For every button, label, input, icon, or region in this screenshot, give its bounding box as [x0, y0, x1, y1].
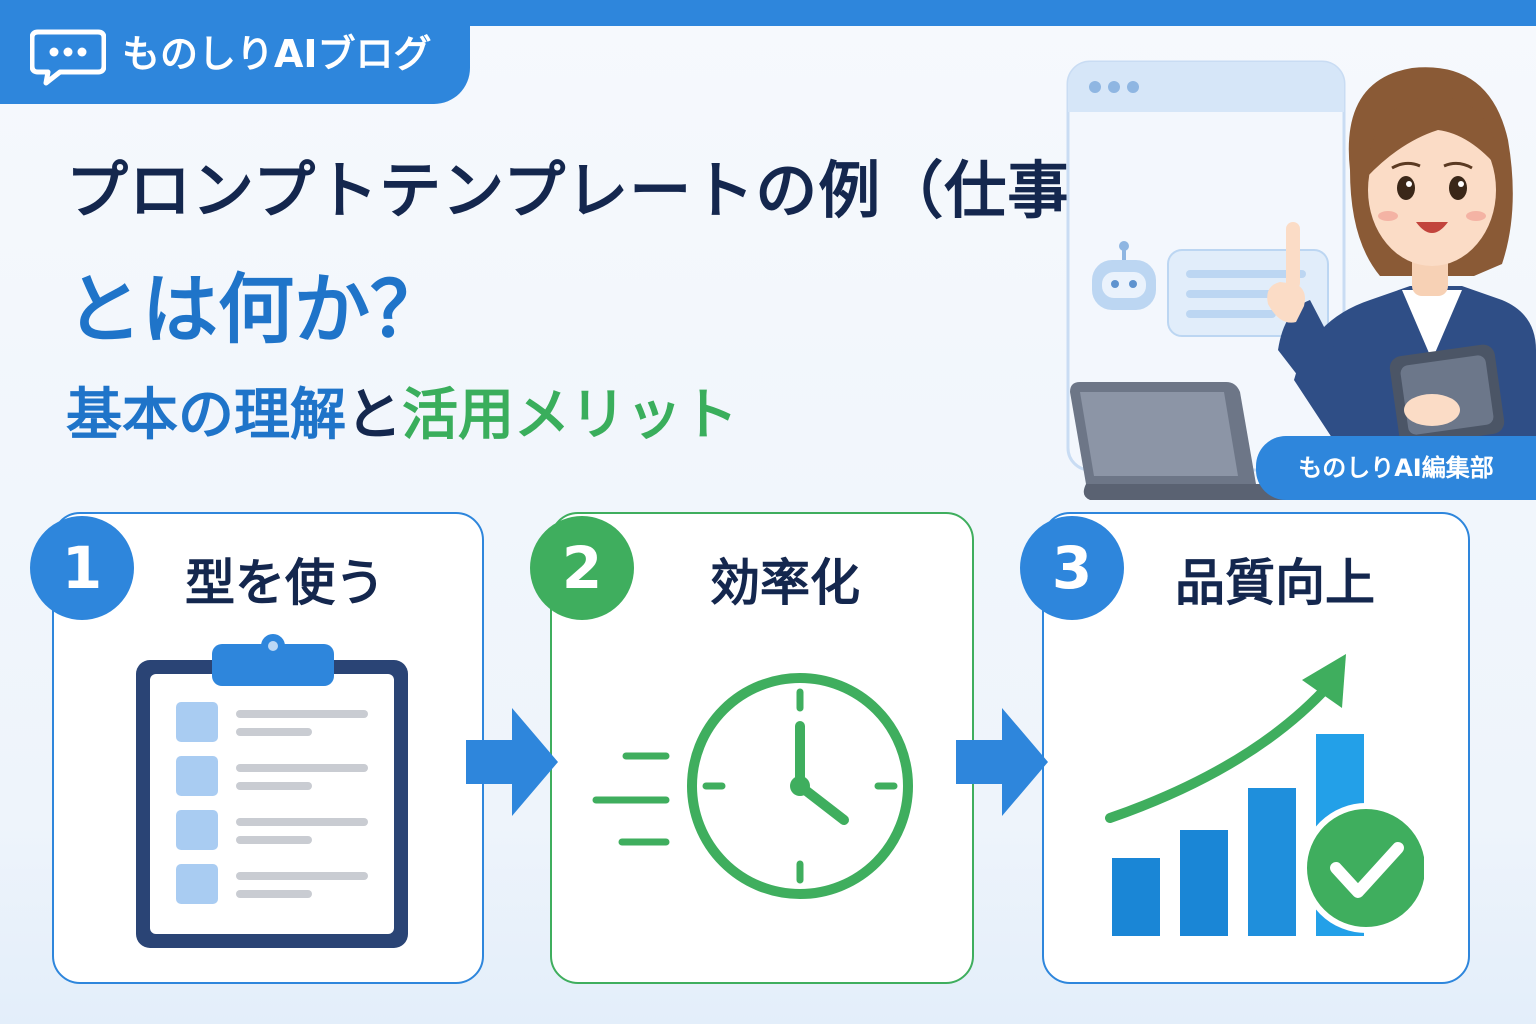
step-number-badge-3: 3: [1020, 516, 1124, 620]
arrow-right-icon: [956, 708, 1048, 816]
rising-bar-chart-check-icon: [1105, 654, 1424, 936]
step-label-1: 型を使う: [185, 554, 385, 612]
hero-illustration: [1066, 60, 1536, 500]
arrow-right-icon: [466, 708, 558, 816]
brand-name: ものしりAIブログ: [122, 32, 432, 76]
step-label-3: 品質向上: [1175, 554, 1375, 612]
step-number-badge-2: 2: [530, 516, 634, 620]
step-number-badge-1: 1: [30, 516, 134, 620]
author-badge[interactable]: ものしりAI編集部: [1256, 436, 1536, 500]
subtitle-part-and: と: [346, 383, 402, 448]
step-label-2: 効率化: [710, 554, 860, 612]
page-subtitle: 基本の理解と活用メリット: [66, 370, 738, 451]
page-title-line2: とは何か？: [66, 265, 446, 354]
subtitle-part-benefits: 活用メリット: [402, 383, 738, 448]
brand-header[interactable]: ものしりAIブログ: [0, 0, 470, 104]
presenter-character-illustration: [1267, 67, 1536, 450]
page-title-line1: プロンプトテンプレートの例（仕事用）: [66, 154, 1197, 227]
subtitle-part-understanding: 基本の理解: [66, 383, 346, 448]
fast-clock-icon: [592, 673, 913, 899]
chat-bubble-icon: [30, 29, 106, 86]
robot-icon: [1092, 241, 1156, 310]
clipboard-checklist-icon: [136, 634, 408, 948]
laptop-illustration: [1070, 382, 1302, 500]
